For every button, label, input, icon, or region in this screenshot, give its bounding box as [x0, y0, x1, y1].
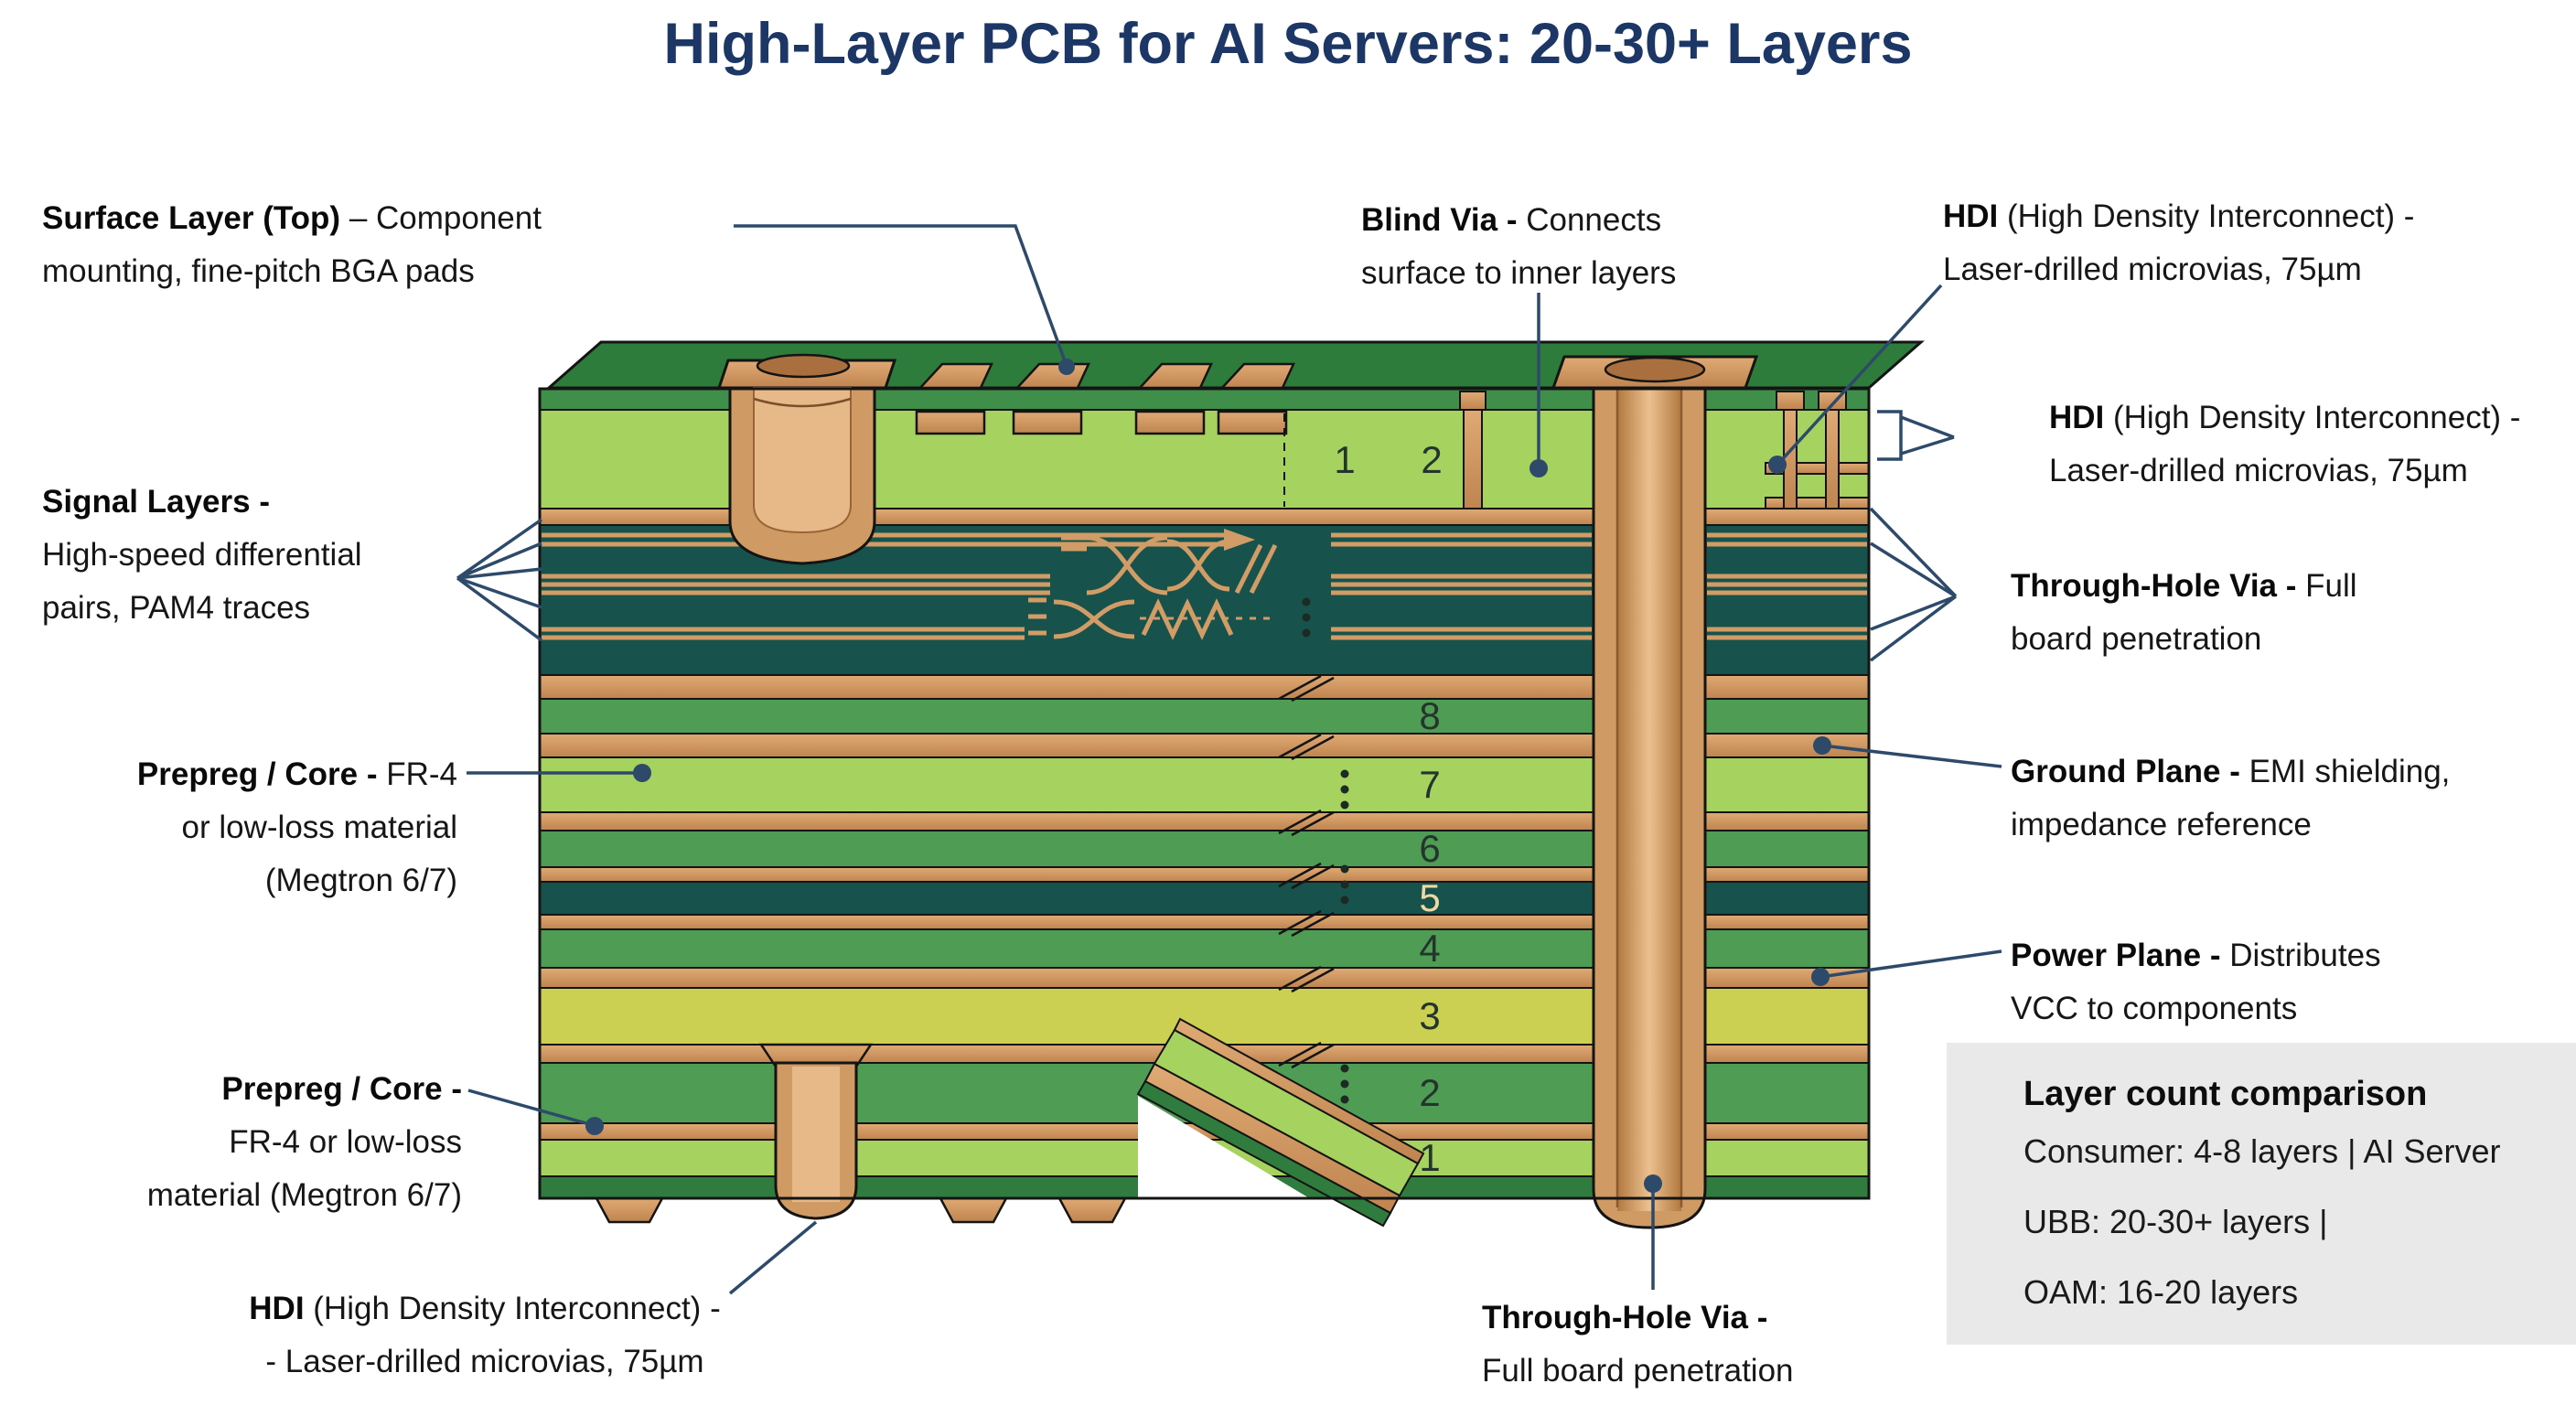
label-line: or low-loss material	[181, 810, 457, 846]
label-line: Power Plane - Distributes	[2011, 938, 2381, 973]
bottom-pads	[594, 1196, 1128, 1224]
label-signal-layers: Signal Layers - High-speed differential pa…	[42, 476, 362, 635]
layer-number-5: 5	[1419, 876, 1441, 919]
layer-number-2: 2	[1419, 1071, 1441, 1114]
layer-number-top-1: 1	[1334, 438, 1356, 481]
label-line: Blind Via - Connects	[1361, 202, 1662, 238]
layer-number-7: 7	[1419, 763, 1441, 806]
layer-number-top-2: 2	[1421, 438, 1443, 481]
label-line: Full board penetration	[1482, 1353, 1794, 1389]
bottom-step-notch	[1136, 1017, 1425, 1228]
comparison-row-consumer: Consumer: 4-8 layers | AI Server	[2023, 1132, 2501, 1170]
label-line: FR-4 or low-loss	[229, 1124, 462, 1161]
label-line: VCC to components	[2011, 991, 2298, 1027]
layer-count-comparison-box: Layer count comparison Consumer: 4-8 lay…	[1947, 1043, 2576, 1345]
label-line: Surface Layer (Top) – Component	[42, 200, 542, 236]
callout-dots	[585, 359, 1831, 1193]
label-line: Through-Hole Via - Full	[2011, 568, 2357, 604]
label-line: Signal Layers -	[42, 484, 270, 520]
small-blind-via	[1459, 391, 1487, 509]
label-line: Ground Plane - EMI shielding,	[2011, 754, 2451, 789]
blind-via	[716, 353, 897, 565]
label-hdi-right: HDI (High Density Interconnect) - Laser-d…	[2049, 391, 2520, 498]
break-dots	[1302, 597, 1349, 1104]
leader-prepreg-2	[467, 1089, 594, 1127]
leader-signal-fan	[456, 518, 543, 642]
through-hole-via	[1551, 355, 1759, 1229]
layer-number-6: 6	[1419, 827, 1441, 870]
label-prepreg-core-2: Prepreg / Core - FR-4 or low-loss material…	[133, 1063, 462, 1222]
comparison-title: Layer count comparison	[2023, 1075, 2428, 1113]
page-title: High-Layer PCB for AI Servers: 20-30+ La…	[663, 12, 1913, 76]
label-line: pairs, PAM4 traces	[42, 590, 311, 627]
label-line: HDI (High Density Interconnect) -	[1943, 198, 2415, 234]
hdi-microvias	[1765, 391, 1870, 509]
leader-through-hole-fan	[1869, 507, 1958, 662]
label-surface-layer: Surface Layer (Top) – Component mounting,…	[42, 192, 542, 298]
label-through-hole-bottom: Through-Hole Via - Full board penetration	[1482, 1292, 1794, 1398]
surface-pad-strips	[915, 410, 1288, 435]
label-line: Laser-drilled microvias, 75µm	[2049, 453, 2468, 489]
label-line: Prepreg / Core - FR-4	[136, 756, 457, 792]
label-line: surface to inner layers	[1361, 255, 1677, 292]
leader-ground-plane	[1821, 744, 2002, 768]
label-line: Through-Hole Via -	[1482, 1300, 1768, 1335]
label-line: Laser-drilled microvias, 75µm	[1943, 252, 2362, 288]
label-hdi-top: HDI (High Density Interconnect) - Laser-d…	[1943, 190, 2414, 296]
label-line: (Megtron 6/7)	[264, 863, 457, 899]
label-line: HDI (High Density Interconnect) -	[2049, 400, 2521, 435]
label-line: High-speed differential	[42, 537, 362, 574]
label-line: HDI (High Density Interconnect) -	[249, 1291, 721, 1326]
bottom-hdi-via	[758, 1043, 874, 1220]
comparison-row-ubb: UBB: 20-30+ layers |	[2023, 1202, 2328, 1240]
label-line: material (Megtron 6/7)	[146, 1177, 462, 1214]
label-hdi-bottom: HDI (High Density Interconnect) - - Laser…	[156, 1282, 814, 1389]
label-line: - Laser-drilled microvias, 75µm	[265, 1344, 704, 1380]
signal-traces	[542, 529, 1867, 640]
comparison-row-oam: OAM: 16-20 layers	[2023, 1272, 2299, 1311]
board-outline	[538, 387, 1871, 1200]
label-line: Prepreg / Core -	[221, 1071, 462, 1107]
label-line: impedance reference	[2011, 807, 2312, 843]
layer-number-3: 3	[1419, 994, 1441, 1037]
layer-number-8: 8	[1419, 694, 1441, 737]
label-ground-plane: Ground Plane - EMI shielding, impedance r…	[2011, 745, 2450, 852]
layer-number-1: 1	[1419, 1136, 1441, 1179]
label-through-hole-right: Through-Hole Via - Full board penetration	[2011, 560, 2357, 666]
label-line: mounting, fine-pitch BGA pads	[42, 253, 475, 290]
leader-hdi-bottom	[728, 1220, 818, 1295]
leader-power-plane	[1819, 949, 2002, 979]
label-prepreg-core-1: Prepreg / Core - FR-4 or low-loss materia…	[110, 748, 457, 907]
leader-surface-layer	[734, 224, 1068, 367]
label-blind-via: Blind Via - Connects surface to inner lay…	[1361, 194, 1676, 300]
label-line: board penetration	[2011, 621, 2262, 658]
leader-hdi-top	[1776, 284, 1943, 467]
callout-leaders	[456, 224, 2002, 1295]
layer-number-4: 4	[1419, 927, 1441, 970]
leader-hdi-right-bracket	[1877, 410, 1955, 461]
